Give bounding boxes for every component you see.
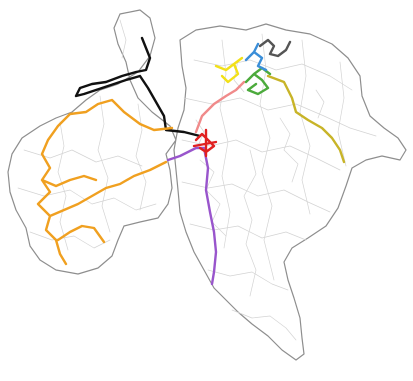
route-yellow bbox=[214, 56, 244, 84]
landmass-west bbox=[7, 9, 177, 275]
route-olive bbox=[266, 74, 346, 164]
route-darkgray bbox=[258, 38, 292, 58]
route-red bbox=[192, 128, 218, 158]
route-orange bbox=[36, 98, 174, 266]
route-purple bbox=[166, 146, 218, 286]
road-network bbox=[17, 19, 377, 341]
route-pink bbox=[194, 80, 246, 134]
routes bbox=[36, 36, 346, 286]
route-black bbox=[74, 36, 202, 138]
landmass-east bbox=[173, 23, 407, 361]
route-blue bbox=[244, 42, 268, 72]
